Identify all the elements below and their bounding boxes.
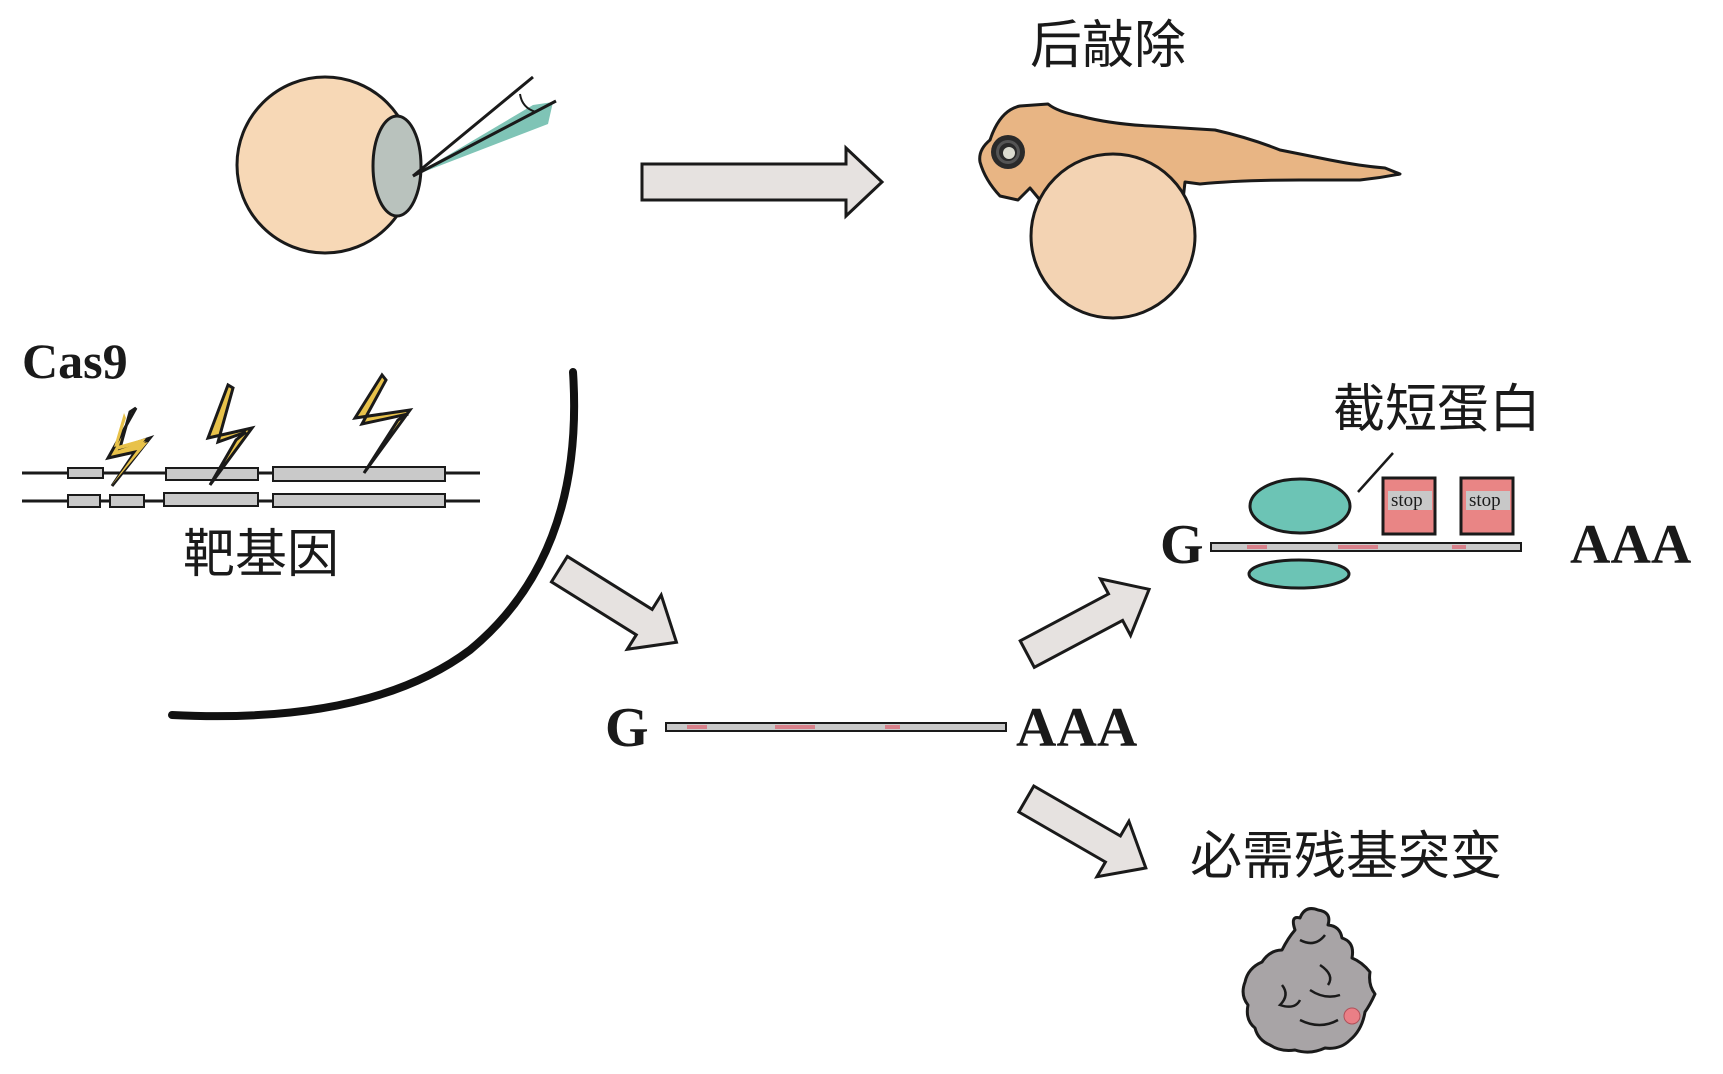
mrna-cap-label: G [1160, 514, 1204, 576]
mutation-site [1247, 545, 1267, 549]
exon [67, 494, 101, 508]
exon [272, 466, 446, 482]
exon [272, 493, 446, 508]
larva-eye-icon [991, 135, 1025, 169]
stop-codon-box: stop [1381, 476, 1437, 536]
mrna-cap-label: G [605, 697, 649, 759]
protein-blob [1241, 907, 1377, 1054]
exon [109, 494, 145, 508]
cas9-label: Cas9 [22, 333, 128, 389]
transcript-variant-1 [22, 466, 480, 482]
lightning-bolt-icon [105, 406, 155, 487]
mrna-strand [665, 722, 1007, 732]
microinjection-needle-icon [412, 75, 557, 178]
exon [163, 492, 259, 507]
lightning-bolt-icon [205, 382, 256, 486]
embryo-injection [235, 75, 557, 255]
zebrafish-larva [978, 102, 1402, 320]
mutant-mrna: G AAA [605, 697, 1138, 759]
arrow-down-right-icon [1016, 783, 1148, 879]
transcript-variant-2 [22, 492, 480, 508]
mutation-site [1338, 545, 1378, 549]
truncated-protein-label: 截短蛋白 [1333, 380, 1541, 440]
mutated-residue-site [1343, 1007, 1361, 1025]
ribosome-small-subunit [1247, 558, 1351, 590]
mutant-protein-icon [1241, 907, 1377, 1054]
knockout-label: 后敲除 [1030, 16, 1186, 76]
arrow-down-right-icon [549, 554, 679, 652]
lightning-bolt-icon [352, 372, 414, 474]
larva-body [978, 102, 1402, 202]
stop-codon-label: stop [1469, 490, 1501, 511]
exon [67, 467, 104, 479]
mrna-polya-label: AAA [1016, 697, 1138, 759]
mutation-site [1452, 545, 1466, 549]
mrna-polya-label: AAA [1570, 514, 1692, 576]
target-gene-locus [22, 372, 480, 508]
stop-codon-label: stop [1391, 490, 1423, 511]
exon [165, 467, 259, 481]
essential-residue-mutation-label: 必需残基突变 [1190, 827, 1502, 887]
arrow-right-icon [640, 144, 885, 220]
mutation-site [687, 725, 707, 729]
callout-line [1357, 452, 1394, 493]
truncated-protein-outcome: G stop stop AAA [1160, 452, 1692, 590]
larva-yolk-sac [1029, 152, 1197, 320]
mutation-site [775, 725, 815, 729]
stop-codon-box: stop [1459, 476, 1515, 536]
cell-blastodisc [371, 114, 423, 218]
ribosome-large-subunit [1248, 477, 1352, 535]
cell-boundary-arc [168, 368, 579, 721]
mutation-site [885, 725, 900, 729]
target-gene-label: 靶基因 [183, 525, 339, 585]
arrow-up-right-icon [1018, 576, 1152, 670]
